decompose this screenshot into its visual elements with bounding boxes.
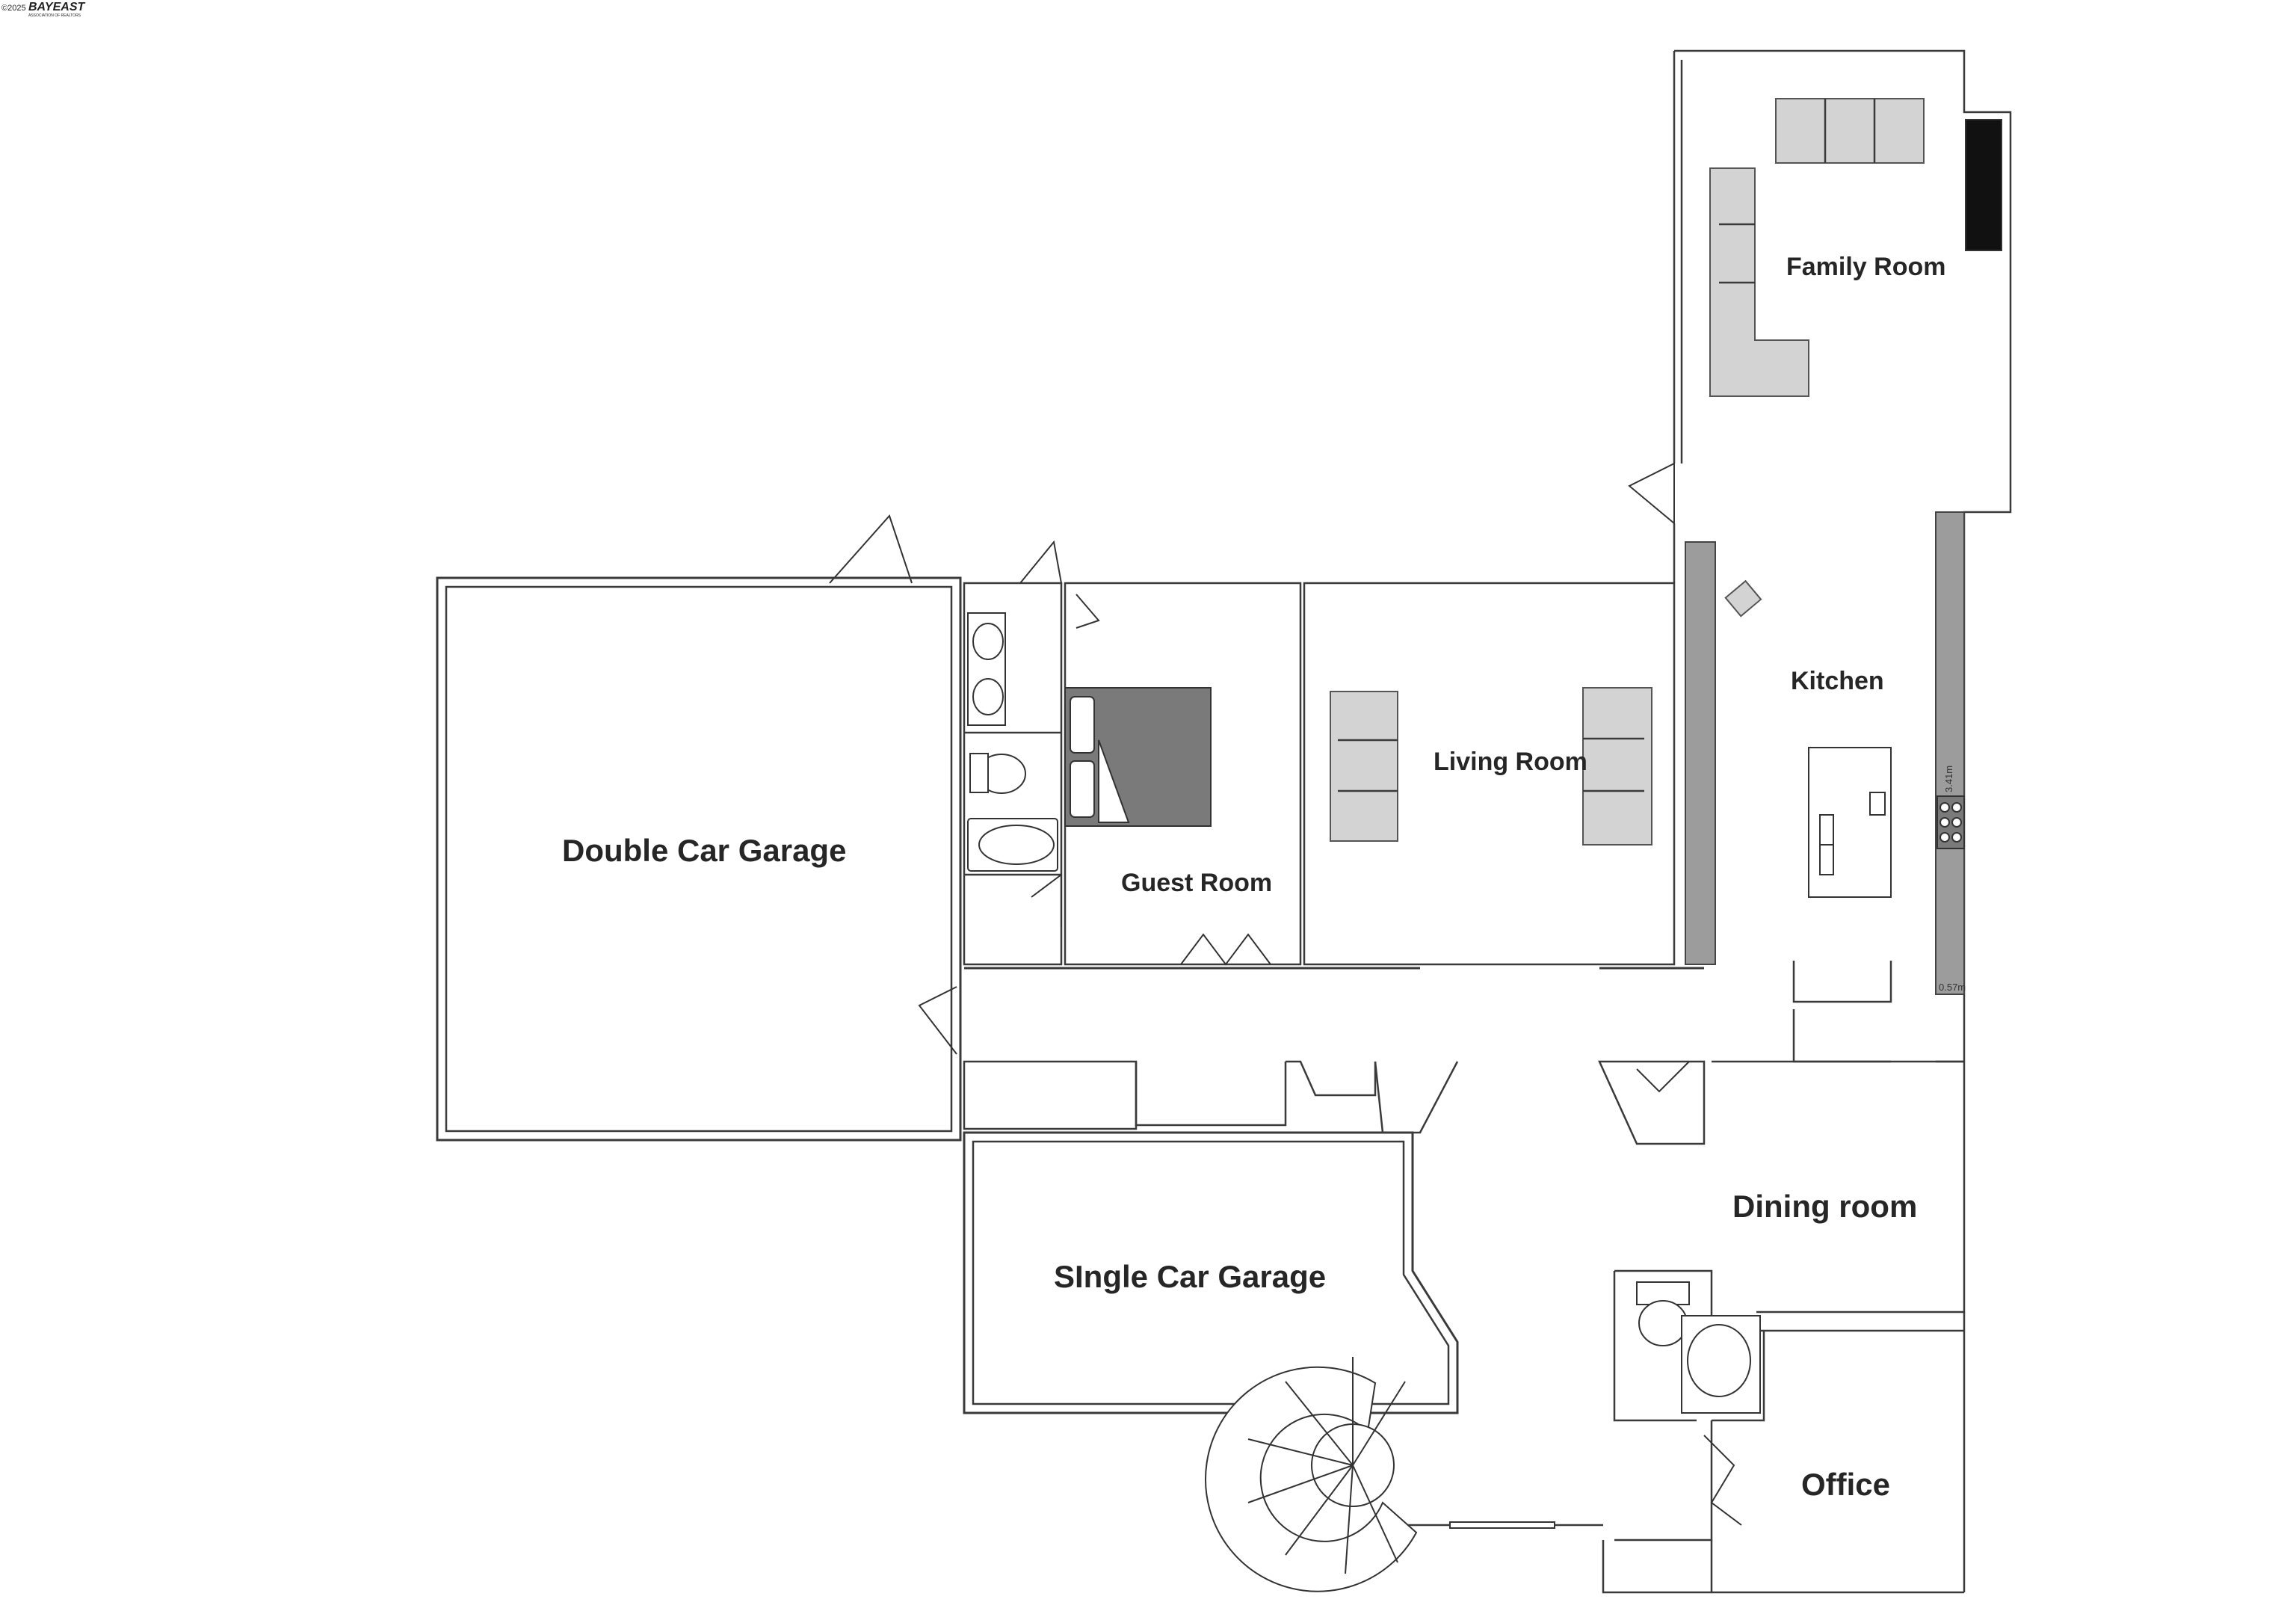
toilet-tank: [969, 753, 989, 793]
spiral-stairs: [1205, 1357, 1418, 1592]
logo-tagline: ASSOCIATION OF REALTORS: [28, 13, 81, 18]
half-bath-toilet: [1638, 1300, 1688, 1346]
family-kitchen-east-wall: [1674, 49, 2012, 1314]
kitchen-chair: [1724, 579, 1762, 618]
double-garage-inner: [445, 585, 953, 1133]
island-sink-small: [1869, 792, 1886, 816]
logo-text: BAYEAST: [28, 1, 85, 13]
island-sink-right: [1819, 844, 1834, 875]
label-dining-room: Dining room: [1732, 1189, 1917, 1224]
dim-counter-top: 3.41m: [1943, 766, 1954, 792]
pillow-1: [1070, 696, 1095, 754]
half-bath-sink: [1687, 1324, 1751, 1397]
doors: [829, 462, 1742, 1526]
label-single-garage: SIngle Car Garage: [1054, 1259, 1326, 1294]
label-double-garage: Double Car Garage: [562, 833, 846, 868]
room-labels: Family Room Kitchen Living Room Guest Ro…: [562, 253, 1945, 1502]
bath-column: [963, 582, 1063, 966]
island-sink-left: [1819, 814, 1834, 846]
counter-west: [1685, 541, 1716, 965]
walls: [436, 49, 2012, 1594]
label-kitchen: Kitchen: [1791, 667, 1884, 695]
double-garage-walls: [436, 576, 962, 1142]
living-room-walls: [1303, 582, 1676, 966]
single-garage-walls: [963, 1131, 1459, 1414]
kitchen-counters: 3.41m 0.57m: [1685, 511, 1966, 995]
sink-2: [972, 678, 1004, 715]
sofa-right: [1582, 687, 1652, 846]
label-living-room: Living Room: [1434, 748, 1587, 776]
pillow-2: [1070, 760, 1095, 818]
living-room-furniture: [1330, 687, 1652, 846]
sofa-left: [1330, 691, 1398, 842]
family-room-furniture: [1709, 98, 2002, 397]
fireplace: [1965, 119, 2002, 251]
label-office: Office: [1801, 1467, 1890, 1502]
sink-1: [972, 623, 1004, 660]
label-guest-room: Guest Room: [1121, 869, 1272, 897]
dim-counter-bottom: 0.57m: [1939, 982, 1966, 993]
window: [1449, 1521, 1555, 1529]
guest-bed: [1064, 687, 1212, 827]
counter-east: [1935, 511, 1965, 995]
bath-fixtures: [967, 612, 1761, 1414]
label-family-room: Family Room: [1786, 253, 1945, 281]
brand-logo: ©2025 BAYEAST ASSOCIATION OF REALTORS: [1, 1, 85, 18]
sofa-top: [1775, 98, 1925, 164]
dining-closet: [1598, 1060, 1706, 1145]
copyright-text: ©2025: [1, 4, 26, 13]
